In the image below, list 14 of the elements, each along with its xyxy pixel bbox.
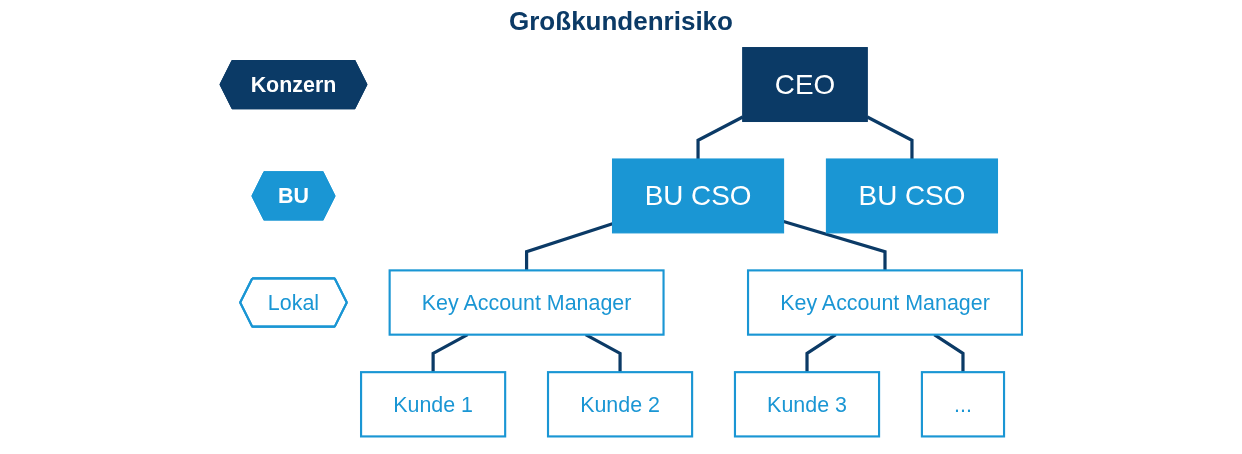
node-box: Key Account Manager bbox=[388, 269, 665, 336]
node-box: BU CSO bbox=[825, 158, 999, 234]
node-box: Kunde 2 bbox=[546, 371, 694, 438]
node-box: CEO bbox=[742, 47, 868, 123]
connector bbox=[783, 219, 887, 271]
connector bbox=[866, 115, 914, 159]
node-box: BU CSO bbox=[612, 158, 785, 234]
diagram-title: Großkundenrisiko bbox=[508, 6, 734, 37]
node-box: Kunde 3 bbox=[733, 371, 881, 438]
connector bbox=[525, 222, 613, 271]
node-box: Key Account Manager bbox=[746, 269, 1024, 336]
connector bbox=[696, 115, 744, 159]
node-box: ... bbox=[920, 371, 1006, 438]
node-box: Kunde 1 bbox=[360, 371, 507, 438]
